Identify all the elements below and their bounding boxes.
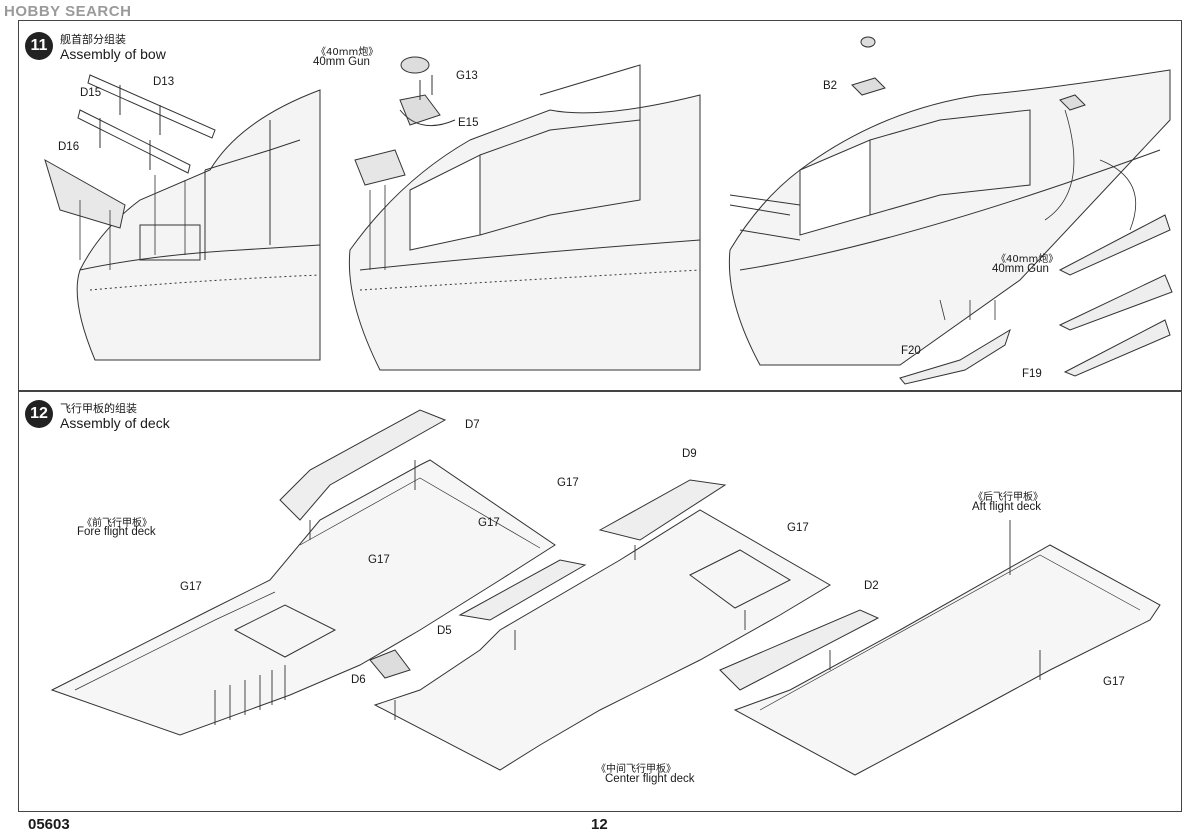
part-label-e15: E15 (458, 117, 479, 129)
part-label-d6: D6 (351, 674, 366, 686)
bow-drawing-2 (348, 56, 701, 371)
bow-drawing-1 (44, 74, 321, 361)
bow-drawing-3 (728, 36, 1173, 385)
page-number: 12 (591, 816, 608, 833)
step-12-title-cn: 飞行甲板的组装 (60, 402, 137, 415)
part-label-g13: G13 (456, 70, 478, 82)
step-12-badge: 12 (25, 400, 53, 428)
gun-label-cn-2: 《40mm炮》 (996, 254, 1059, 265)
center-deck-label-en: Center flight deck (605, 773, 695, 785)
part-label-d5: D5 (437, 625, 452, 637)
part-label-d7: D7 (465, 419, 480, 431)
step-12-frame (18, 390, 1182, 812)
center-deck-drawing (369, 479, 831, 771)
part-label-d15: D15 (80, 87, 102, 99)
fore-deck-label-cn: 《前飞行甲板》 (82, 518, 152, 529)
center-deck-label-cn: 《中间飞行甲板》 (596, 764, 676, 775)
step-11-badge: 11 (25, 32, 53, 60)
product-code: 05603 (28, 816, 70, 833)
part-label-g17-fore-rear: G17 (478, 517, 500, 529)
part-label-d13: D13 (153, 76, 175, 88)
step-11-frame (18, 20, 1182, 392)
aft-deck-label-cn: 《后飞行甲板》 (973, 492, 1043, 503)
fore-deck-label-en: Fore flight deck (77, 526, 156, 538)
gun-label-en-1: 40mm Gun (313, 56, 370, 68)
part-label-g17-center-rear: G17 (787, 522, 809, 534)
fore-deck-drawing (50, 409, 556, 736)
gun-label-en-2: 40mm Gun (992, 263, 1049, 275)
step-11-title-en: Assembly of bow (60, 46, 166, 62)
part-label-g17-aft: G17 (1103, 676, 1125, 688)
part-label-g17-center: G17 (557, 477, 579, 489)
part-label-f19: F19 (1022, 368, 1042, 380)
part-label-f20: F20 (901, 345, 921, 357)
part-label-d16: D16 (58, 141, 80, 153)
aft-deck-label-en: Aft flight deck (972, 501, 1042, 513)
step-12-title-en: Assembly of deck (60, 415, 170, 431)
step-11-title-cn: 舰首部分组装 (60, 33, 126, 46)
part-label-g17-fore: G17 (180, 581, 202, 593)
gun-label-cn-1: 《40mm炮》 (316, 47, 379, 58)
part-label-g17-fore-mid: G17 (368, 554, 390, 566)
watermark: HOBBY SEARCH (4, 3, 132, 20)
part-label-d2: D2 (864, 580, 879, 592)
part-label-b2: B2 (823, 80, 838, 92)
part-label-d9: D9 (682, 448, 697, 460)
aft-deck-drawing (719, 520, 1161, 776)
